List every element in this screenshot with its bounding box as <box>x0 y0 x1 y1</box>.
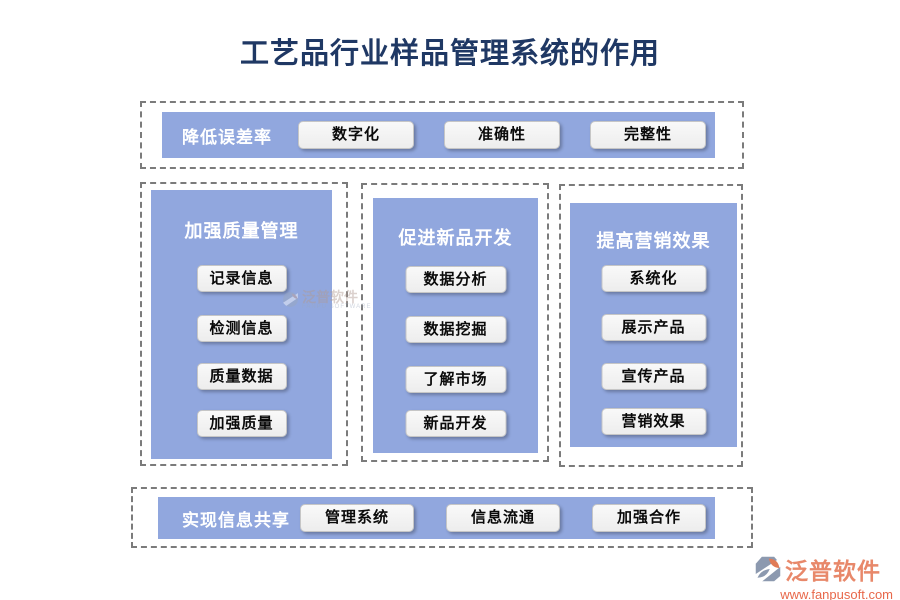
top-group-border <box>140 101 744 169</box>
quality-item-record-info[interactable]: 记录信息 <box>196 265 287 292</box>
top-band: 降低误差率 数字化 准确性 完整性 <box>162 112 715 158</box>
column-newproduct-border <box>361 183 549 462</box>
fanpu-logo-icon <box>754 556 782 583</box>
bottom-group-border <box>131 487 753 548</box>
panel-marketing-title: 提高营销效果 <box>596 231 711 251</box>
top-band-item-completeness[interactable]: 完整性 <box>590 121 706 149</box>
marketing-item-show-product[interactable]: 展示产品 <box>601 314 706 341</box>
brand-name: 泛普软件 <box>785 558 881 584</box>
top-band-item-accuracy[interactable]: 准确性 <box>444 121 560 149</box>
quality-item-quality-data[interactable]: 质量数据 <box>196 363 287 390</box>
bottom-band-item-management-system[interactable]: 管理系统 <box>300 504 414 532</box>
panel-quality-title: 加强质量管理 <box>184 221 299 241</box>
bottom-band-label: 实现信息共享 <box>182 510 290 530</box>
panel-newproduct-title: 促进新品开发 <box>398 228 513 248</box>
top-band-item-digitization[interactable]: 数字化 <box>298 121 414 149</box>
column-quality-border <box>140 182 348 466</box>
column-marketing-border <box>559 184 743 467</box>
bottom-band: 实现信息共享 管理系统 信息流通 加强合作 <box>158 497 715 539</box>
newproduct-item-data-analysis[interactable]: 数据分析 <box>405 266 506 293</box>
panel-new-product: 促进新品开发 数据分析 数据挖掘 了解市场 新品开发 <box>373 198 538 453</box>
newproduct-item-data-mining[interactable]: 数据挖掘 <box>405 316 506 343</box>
page-title: 工艺品行业样品管理系统的作用 <box>239 38 660 70</box>
bottom-band-item-info-flow[interactable]: 信息流通 <box>446 504 560 532</box>
newproduct-item-new-development[interactable]: 新品开发 <box>405 410 506 437</box>
quality-item-inspect-info[interactable]: 检测信息 <box>196 315 287 342</box>
quality-item-strengthen-quality[interactable]: 加强质量 <box>196 410 287 437</box>
top-band-label: 降低误差率 <box>182 127 272 147</box>
brand-logo: 泛普软件 www.fanpusoft.com <box>753 552 893 600</box>
panel-quality-management: 加强质量管理 记录信息 检测信息 质量数据 加强质量 <box>151 190 332 459</box>
bottom-band-item-cooperation[interactable]: 加强合作 <box>592 504 706 532</box>
newproduct-item-know-market[interactable]: 了解市场 <box>405 366 506 393</box>
panel-marketing-effect: 提高营销效果 系统化 展示产品 宣传产品 营销效果 <box>570 203 737 447</box>
marketing-item-marketing-effect[interactable]: 营销效果 <box>601 408 706 435</box>
marketing-item-systematic[interactable]: 系统化 <box>601 265 706 292</box>
marketing-item-promote-product[interactable]: 宣传产品 <box>601 363 706 390</box>
brand-url[interactable]: www.fanpusoft.com <box>780 587 893 600</box>
